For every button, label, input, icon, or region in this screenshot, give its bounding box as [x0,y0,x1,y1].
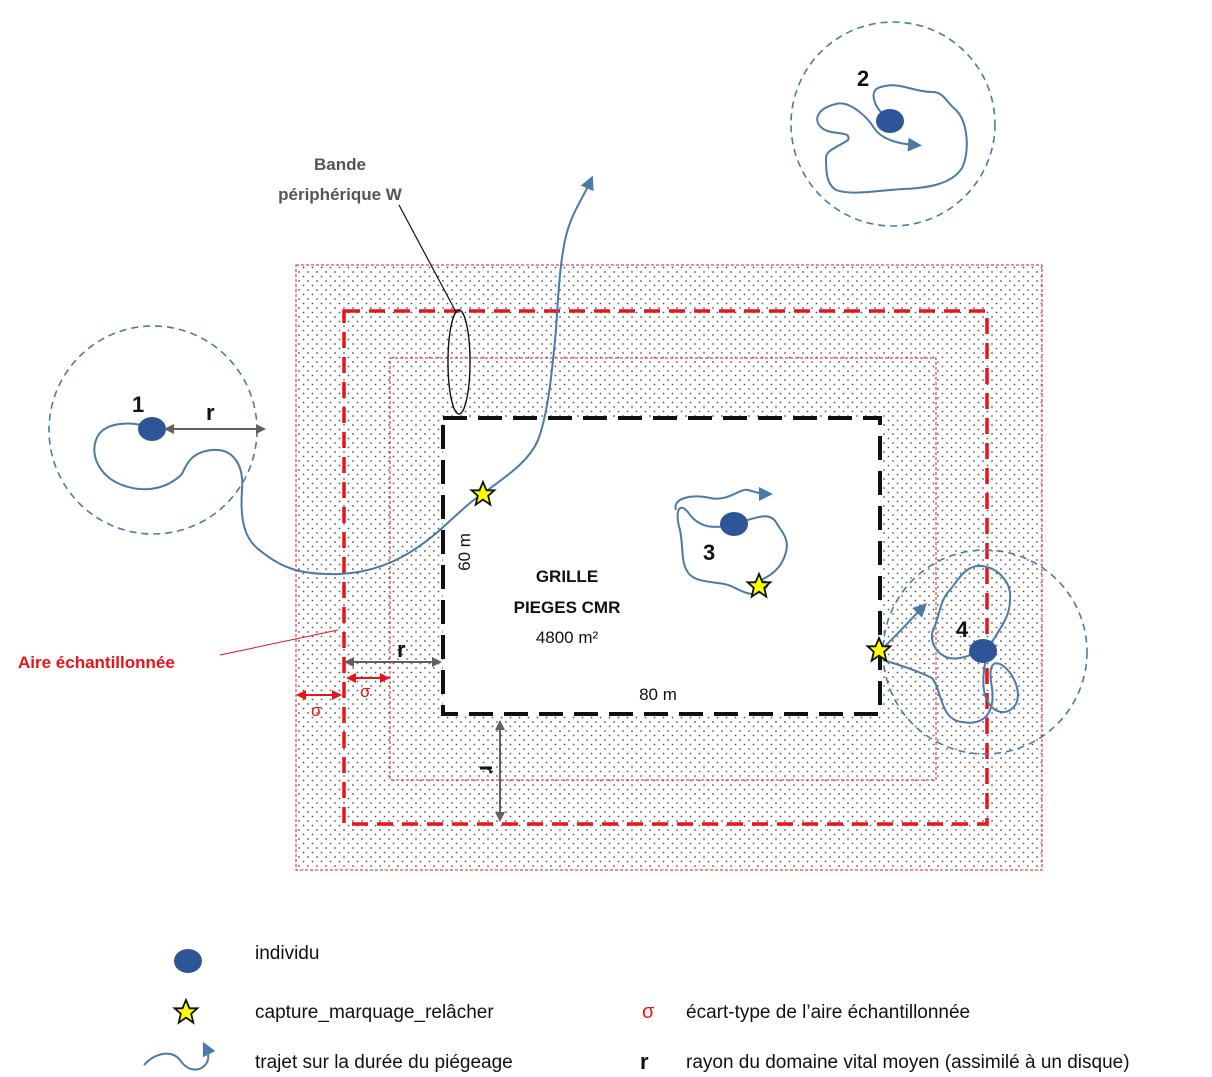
track-4 [882,564,1019,724]
grid-label-line2: PIEGES CMR [514,598,621,617]
r-label-bottom: r [475,765,500,774]
capture-star-4 [865,635,893,663]
legend-capture-text: capture_marquage_relâcher [255,1002,494,1023]
legend-sigma-symbol: σ [642,1001,655,1023]
individual-2 [876,109,904,133]
legend-track-icon [143,1041,216,1071]
track-2 [816,84,968,194]
individual-1 [138,417,166,441]
track-1 [93,175,594,576]
home-range-circle-4 [882,549,1088,755]
grid-label-line1: GRILLE [536,567,598,586]
individual-3 [720,512,748,536]
r-label-individual-1: r [206,400,215,425]
legend-sigma-text: écart-type de l’aire échantillonnée [686,1002,970,1023]
capture-star-3 [745,571,773,599]
legend-r-text: rayon du domaine vital moyen (assimilé à… [686,1052,1130,1073]
r-label-left: r [397,637,406,662]
outer-sigma-boundary [295,264,1043,871]
band-w-ellipse [447,309,471,415]
individual-3-label: 3 [703,540,715,565]
grid-area-label: 4800 m² [536,628,599,647]
legend-individual-icon [174,949,202,973]
sigma-label-inner: σ [360,682,371,701]
band-w-label-line1: Bande [314,155,366,174]
legend-star-icon [172,997,200,1025]
trap-grid [441,416,882,716]
inner-sigma-boundary [389,357,937,781]
home-range-circle-2 [790,21,996,227]
individual-2-label: 2 [857,66,869,91]
individual-4-label: 4 [956,617,969,642]
aire-pointer [219,629,339,656]
track-3 [674,490,788,595]
legend-individual-text: individu [255,943,319,964]
individual-1-label: 1 [132,392,144,417]
band-w-pointer [398,204,457,313]
grid-width-label: 80 m [639,685,677,704]
legend-track-text: trajet sur la durée du piégeage [255,1052,513,1073]
legend-r-symbol: r [640,1049,649,1074]
aire-echantillonnee-label: Aire échantillonnée [18,653,175,672]
grid-height-label: 60 m [455,533,474,571]
individual-4 [969,639,997,663]
sigma-label-outer: σ [311,701,322,720]
sampled-area-boundary [342,309,989,826]
capture-star-1 [469,479,497,507]
band-w-label-line2: périphérique W [278,185,403,204]
